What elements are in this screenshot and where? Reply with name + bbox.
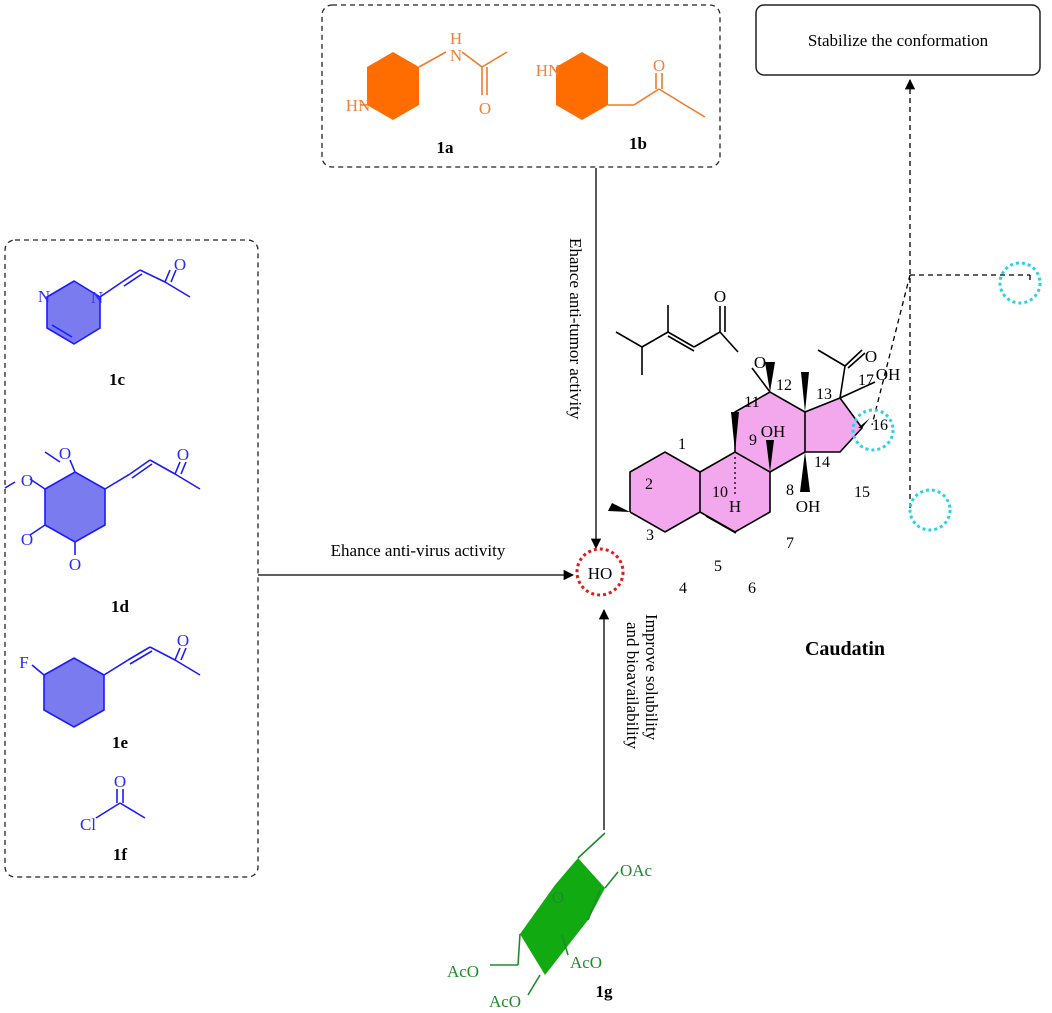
svg-text:H: H [450, 29, 462, 48]
svg-text:O: O [177, 631, 189, 650]
label-1c: 1c [109, 370, 126, 389]
svg-text:O: O [114, 772, 126, 791]
svg-text:15: 15 [854, 484, 870, 501]
wedge-c8-oh [766, 440, 774, 472]
svg-text:N: N [91, 288, 103, 307]
svg-text:OH: OH [761, 422, 786, 441]
wedge-c17-ring [858, 418, 870, 428]
svg-text:13: 13 [816, 386, 832, 403]
svg-text:17: 17 [858, 372, 874, 389]
piperidine-ring-1b [556, 52, 608, 120]
svg-text:O: O [59, 444, 71, 463]
trimethoxyphenyl-ring-1d [44, 471, 106, 543]
svg-text:2: 2 [645, 476, 653, 493]
svg-text:O: O [754, 353, 766, 372]
svg-text:OH: OH [876, 365, 901, 384]
svg-text:O: O [177, 445, 189, 464]
highlight-c8-hydroxyl [851, 408, 895, 452]
compound-1f: O Cl 1f [80, 772, 146, 864]
compound-1d: O O O O O 1d [4, 444, 201, 616]
stabilize-label: Stabilize the conformation [808, 31, 989, 50]
compound-1c: N N O 1c [38, 255, 191, 389]
svg-text:3: 3 [646, 527, 654, 544]
compound-1a: H N O HN 1a [346, 29, 508, 157]
svg-text:O: O [21, 530, 33, 549]
label-1d: 1d [111, 597, 130, 616]
arrow-solubility: Improve solubility and bioavailability [598, 608, 661, 830]
svg-text:HN: HN [536, 61, 561, 80]
svg-text:AcO: AcO [570, 953, 602, 972]
svg-text:O: O [714, 287, 726, 306]
svg-text:1: 1 [678, 436, 686, 453]
svg-text:Improve solubility: Improve solubility [642, 614, 661, 741]
highlight-c14-hydroxyl [908, 488, 952, 532]
box-1c-1f [4, 239, 259, 878]
wedge-c3-oh [608, 503, 630, 512]
svg-text:Ehance anti-tumor activity: Ehance anti-tumor activity [566, 238, 585, 420]
svg-text:14: 14 [814, 454, 830, 471]
compound-1e: F O 1e [19, 631, 201, 752]
svg-text:9: 9 [749, 432, 757, 449]
svg-text:AcO: AcO [489, 992, 521, 1011]
fluorophenyl-ring-1e [43, 657, 105, 728]
arrow-anti-virus: Ehance anti-virus activity [258, 541, 575, 581]
box-1a-1b [321, 4, 721, 168]
arrow-anti-tumor: Ehance anti-tumor activity [566, 168, 602, 550]
stabilize-box [755, 4, 1041, 76]
svg-text:16: 16 [872, 417, 888, 434]
caudatin-title: Caudatin [805, 638, 885, 660]
svg-text:8: 8 [786, 482, 794, 499]
pyrimidine-ring-1c [46, 280, 101, 345]
label-1g: 1g [596, 982, 614, 1001]
arrow-stabilize [871, 78, 1031, 508]
svg-text:4: 4 [679, 580, 687, 597]
compound-1b: HN O 1b [536, 52, 706, 153]
svg-text:12: 12 [776, 377, 792, 394]
svg-text:H: H [729, 497, 741, 516]
sugar-ring-1g [520, 858, 605, 975]
svg-text:O: O [865, 347, 877, 366]
svg-text:HO: HO [588, 564, 613, 583]
svg-text:HN: HN [346, 96, 371, 115]
svg-text:O: O [174, 255, 186, 274]
svg-text:11: 11 [744, 394, 759, 411]
svg-text:OAc: OAc [620, 861, 653, 880]
svg-text:O: O [479, 99, 491, 118]
ring-c [735, 392, 805, 472]
svg-text:O: O [552, 888, 564, 907]
svg-text:10: 10 [712, 484, 728, 501]
svg-text:O: O [21, 471, 33, 490]
svg-text:O: O [69, 555, 81, 574]
highlight-c3-hydroxyl [575, 547, 625, 597]
compound-1g: O OAc AcO AcO AcO 1g [447, 832, 653, 1011]
label-1f: 1f [113, 845, 128, 864]
wedge-c14-oh [800, 452, 810, 492]
svg-text:O: O [653, 56, 665, 75]
svg-text:7: 7 [786, 535, 794, 552]
svg-text:Ehance anti-virus activity: Ehance anti-virus activity [331, 541, 506, 560]
svg-text:and bioavailability: and bioavailability [623, 622, 642, 749]
highlight-c20-carbonyl [998, 261, 1042, 305]
svg-text:N: N [450, 46, 462, 65]
svg-text:AcO: AcO [447, 962, 479, 981]
svg-text:Cl: Cl [80, 815, 96, 834]
ring-d [805, 398, 862, 452]
wedge-c12-o [765, 362, 775, 392]
svg-text:6: 6 [748, 580, 756, 597]
svg-text:F: F [19, 653, 28, 672]
label-1b: 1b [629, 134, 647, 153]
wedge-c13-methyl [801, 372, 809, 412]
svg-text:5: 5 [714, 558, 722, 575]
svg-text:OH: OH [796, 497, 821, 516]
piperidine-ring-1a [367, 52, 419, 120]
ring-a [630, 452, 700, 532]
label-1a: 1a [437, 138, 455, 157]
wedge-c10-methyl [731, 412, 739, 452]
svg-text:N: N [38, 287, 50, 306]
caudatin-molecule: O O O OH OH OH H HO 1 2 3 4 5 6 7 8 9 10… [575, 261, 1042, 660]
label-1e: 1e [112, 733, 129, 752]
